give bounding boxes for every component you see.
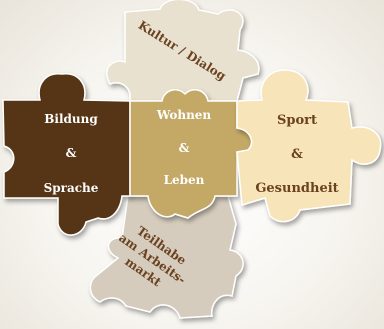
housing-line-3: Leben <box>164 173 205 187</box>
housing-line-2: & <box>179 141 190 155</box>
sport-line-1: Sport <box>277 113 317 128</box>
housing-line-1: Wohnen <box>156 108 212 122</box>
sport-line-3: Gesundheit <box>255 181 338 196</box>
sport-line-2: & <box>291 147 303 162</box>
puzzle-piece-sport <box>237 70 381 222</box>
education-line-3: Sprache <box>44 181 99 195</box>
education-line-1: Bildung <box>44 112 98 126</box>
education-line-2: & <box>66 146 77 160</box>
